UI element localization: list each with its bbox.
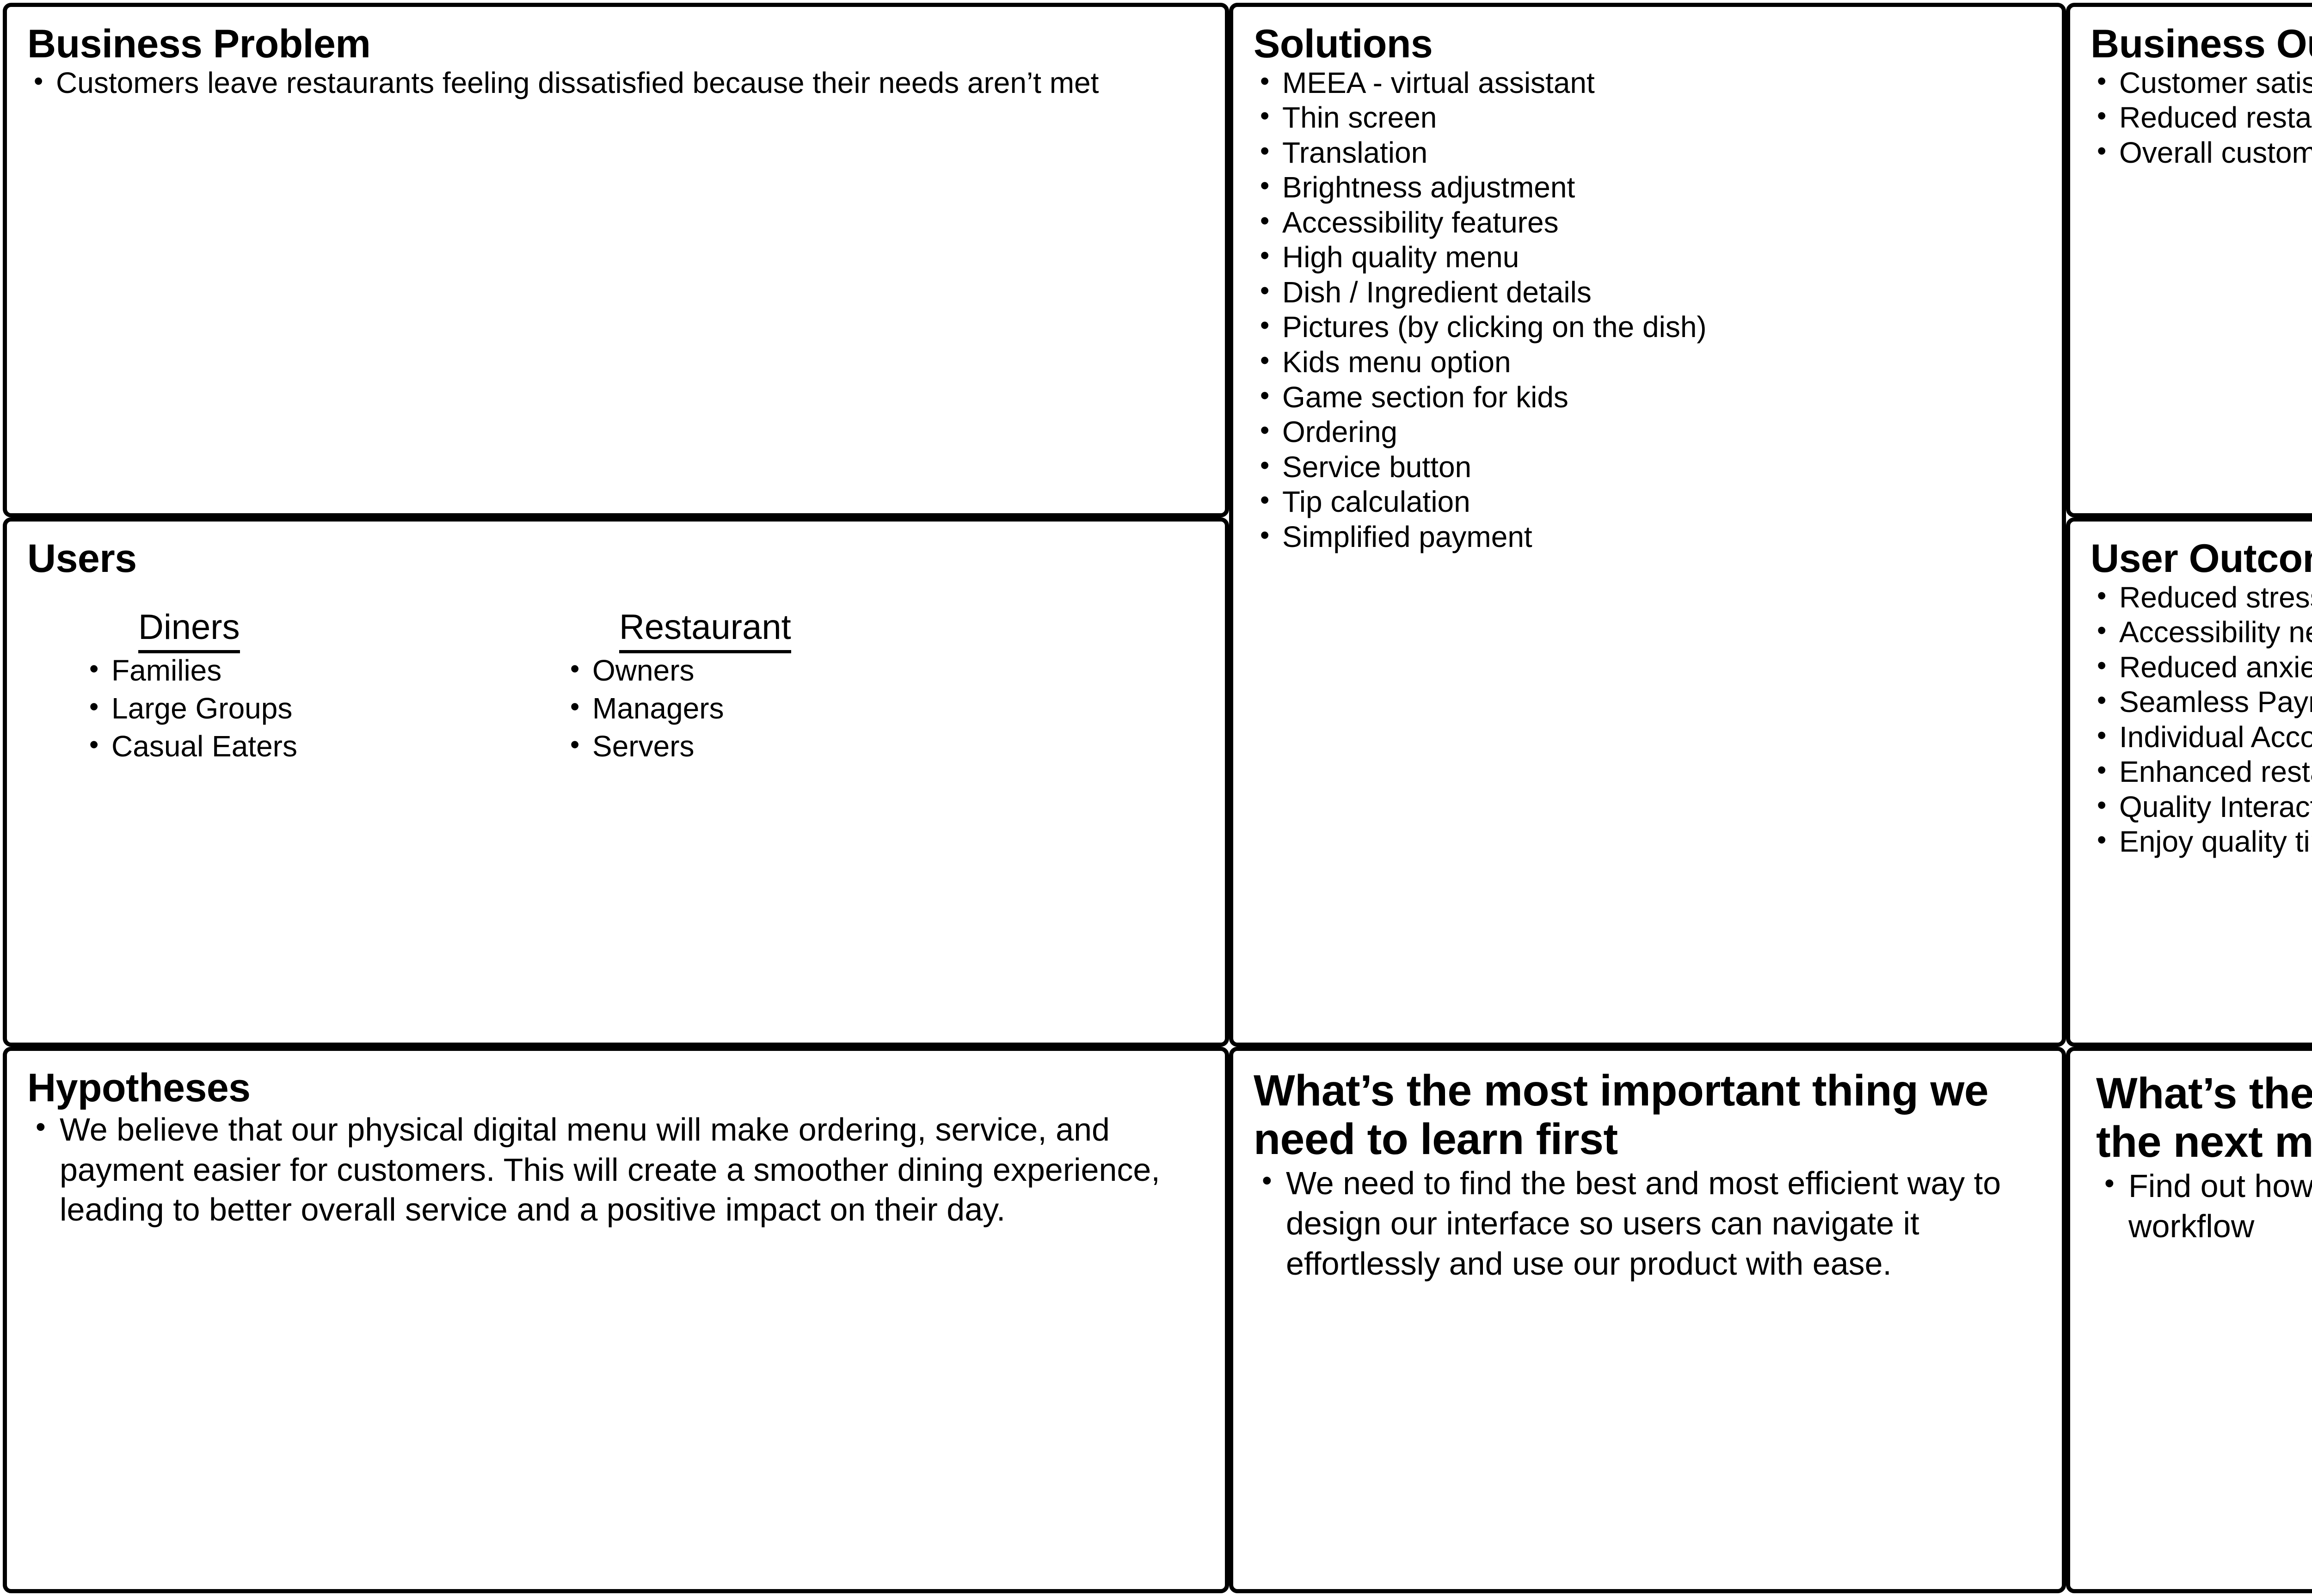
list-item: Enjoy quality time with family	[2091, 824, 2312, 859]
list-item: Ordering	[1254, 415, 2041, 450]
users-group-title: Restaurant	[619, 608, 791, 654]
panel-business-problem: Business Problem Customers leave restaur…	[3, 3, 1229, 517]
panel-user-outcomes: User Outcomes & Benefits Reduced stress …	[2066, 517, 2312, 1047]
least-work-list: Find out how restaurants will adopt and …	[2096, 1166, 2312, 1246]
list-item: Kids menu option	[1254, 345, 2041, 380]
panel-least-work: What’s the least amount of work we need …	[2066, 1047, 2312, 1593]
list-item: Simplified payment	[1254, 520, 2041, 555]
business-problem-list: Customers leave restaurants feeling diss…	[27, 66, 1205, 101]
list-item: Translation	[1254, 135, 2041, 171]
learn-first-heading: What’s the most important thing we need …	[1254, 1066, 1989, 1164]
list-item: Overall customer experience will improve	[2091, 135, 2312, 171]
users-group-restaurant: Restaurant Owners Managers Servers	[564, 608, 1045, 767]
list-item: Find out how restaurants will adopt and …	[2096, 1166, 2312, 1246]
business-outcomes-heading: Business Outcomes	[2091, 22, 2312, 66]
list-item: Servers	[564, 729, 1045, 764]
list-item: Large Groups	[83, 691, 564, 726]
list-item: Accessibility needs met	[2091, 615, 2312, 650]
user-outcomes-list: Reduced stress Accessibility needs met R…	[2091, 580, 2312, 859]
panel-business-outcomes: Business Outcomes Customer satisfaction …	[2066, 3, 2312, 517]
users-heading: Users	[27, 536, 137, 581]
list-item: Customers leave restaurants feeling diss…	[27, 66, 1205, 101]
list-item: Owners	[564, 653, 1045, 688]
list-item: Reduced restaurant workload and improved…	[2091, 100, 2312, 135]
list-item: Dish / Ingredient details	[1254, 275, 2041, 310]
panel-learn-first: What’s the most important thing we need …	[1229, 1047, 2066, 1593]
list-item: Service button	[1254, 450, 2041, 485]
list-item: Quality Interactions	[2091, 790, 2312, 825]
panel-hypotheses: Hypotheses We believe that our physical …	[3, 1047, 1229, 1593]
panel-solutions: Solutions MEEA - virtual assistant Thin …	[1229, 3, 2066, 1047]
users-group-title: Diners	[138, 608, 240, 654]
list-item: Customer satisfaction will have increase…	[2091, 66, 2312, 101]
list-item: Game section for kids	[1254, 380, 2041, 415]
list-item: Families	[83, 653, 564, 688]
users-group-list: Families Large Groups Casual Eaters	[83, 653, 564, 764]
list-item: Enhanced restaurant experience	[2091, 755, 2312, 790]
solutions-list: MEEA - virtual assistant Thin screen Tra…	[1254, 66, 2041, 554]
least-work-heading: What’s the least amount of work we need …	[2096, 1069, 2312, 1166]
user-outcomes-heading: User Outcomes & Benefits	[2091, 536, 2312, 581]
list-item: Pictures (by clicking on the dish)	[1254, 310, 2041, 345]
list-item: Managers	[564, 691, 1045, 726]
list-item: High quality menu	[1254, 240, 2041, 275]
business-problem-heading: Business Problem	[27, 22, 371, 66]
list-item: Reduced anxiety	[2091, 650, 2312, 685]
list-item: Brightness adjustment	[1254, 170, 2041, 205]
hypotheses-list: We believe that our physical digital men…	[27, 1110, 1205, 1230]
list-item: Reduced stress	[2091, 580, 2312, 615]
list-item: Individual Accommodations	[2091, 720, 2312, 755]
solutions-heading: Solutions	[1254, 22, 1433, 66]
list-item: We believe that our physical digital men…	[27, 1110, 1205, 1230]
users-group-diners: Diners Families Large Groups Casual Eate…	[83, 608, 564, 767]
list-item: Thin screen	[1254, 100, 2041, 135]
list-item: Casual Eaters	[83, 729, 564, 764]
list-item: Accessibility features	[1254, 205, 2041, 240]
panel-users: Users Diners Families Large Groups Casua…	[3, 517, 1229, 1047]
hypotheses-heading: Hypotheses	[27, 1066, 251, 1110]
users-group-list: Owners Managers Servers	[564, 653, 1045, 764]
business-outcomes-list: Customer satisfaction will have increase…	[2091, 66, 2312, 171]
list-item: MEEA - virtual assistant	[1254, 66, 2041, 101]
list-item: Seamless Payments	[2091, 685, 2312, 720]
list-item: We need to find the best and most effici…	[1254, 1163, 2041, 1283]
learn-first-list: We need to find the best and most effici…	[1254, 1163, 2041, 1283]
list-item: Tip calculation	[1254, 485, 2041, 520]
users-columns: Diners Families Large Groups Casual Eate…	[27, 608, 1205, 767]
